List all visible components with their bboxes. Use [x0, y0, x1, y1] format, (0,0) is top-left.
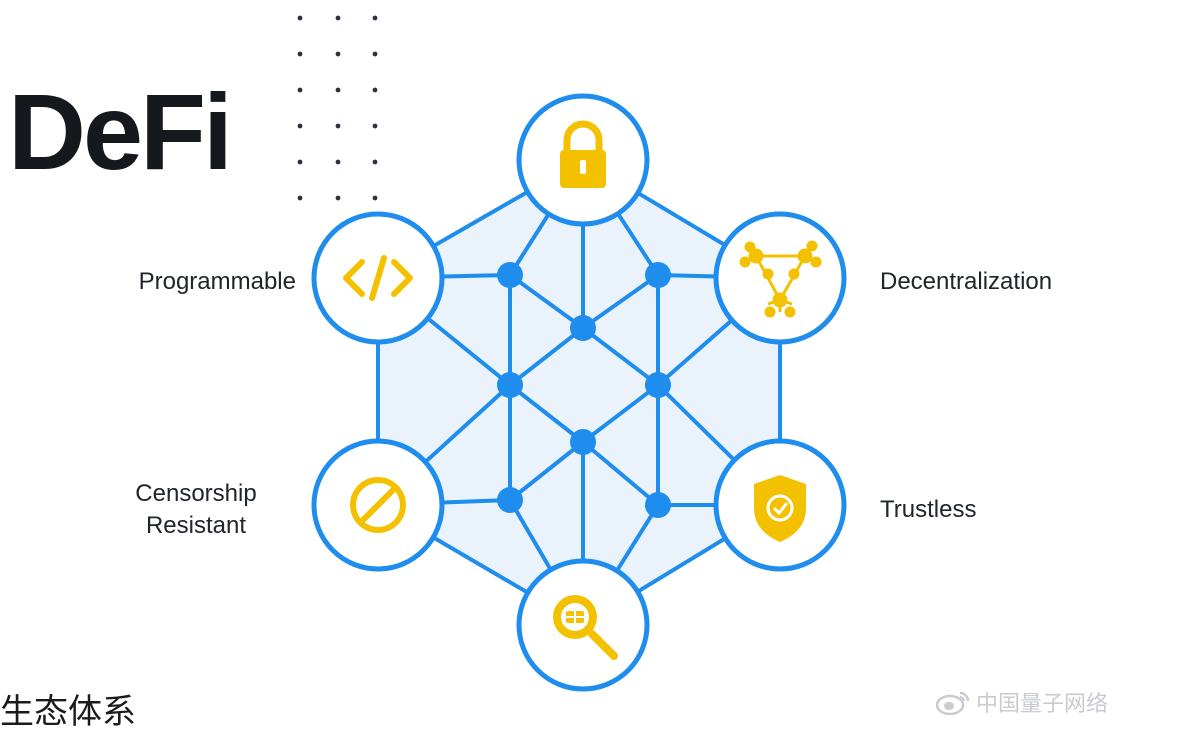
junction-node [645, 492, 671, 518]
caption-text: 生态体系 [0, 693, 136, 731]
junction-node [645, 372, 671, 398]
shield-icon [754, 475, 806, 542]
weibo-logo-icon [936, 691, 970, 715]
lock-icon [560, 120, 606, 188]
junction-node [570, 429, 596, 455]
watermark: 中国量子网络 [936, 686, 1108, 718]
network-tree-icon [739, 240, 822, 318]
hexagon-fill [378, 160, 780, 625]
junction-node [497, 487, 523, 513]
label-decentralization: Decentralization [880, 268, 1053, 295]
label-censorship-line2: Resistant [145, 512, 247, 539]
magnifier-icon [553, 595, 618, 660]
node-decentralization [713, 211, 847, 345]
junction-node [645, 262, 671, 288]
dot-grid [297, 15, 378, 201]
label-programmable: Programmable [138, 268, 296, 295]
label-censorship-resistant: Censorship Resistant [100, 478, 292, 542]
junction-node [497, 372, 523, 398]
junction-node [570, 315, 596, 341]
code-icon [343, 255, 413, 301]
watermark-text: 中国量子网络 [976, 691, 1109, 716]
page-title: DeFi [8, 71, 233, 192]
label-censorship-line1: Censorship [135, 480, 257, 507]
prohibited-icon [350, 477, 406, 533]
label-trustless: Trustless [880, 496, 977, 523]
junction-node [497, 262, 523, 288]
junction-nodes [497, 262, 671, 518]
